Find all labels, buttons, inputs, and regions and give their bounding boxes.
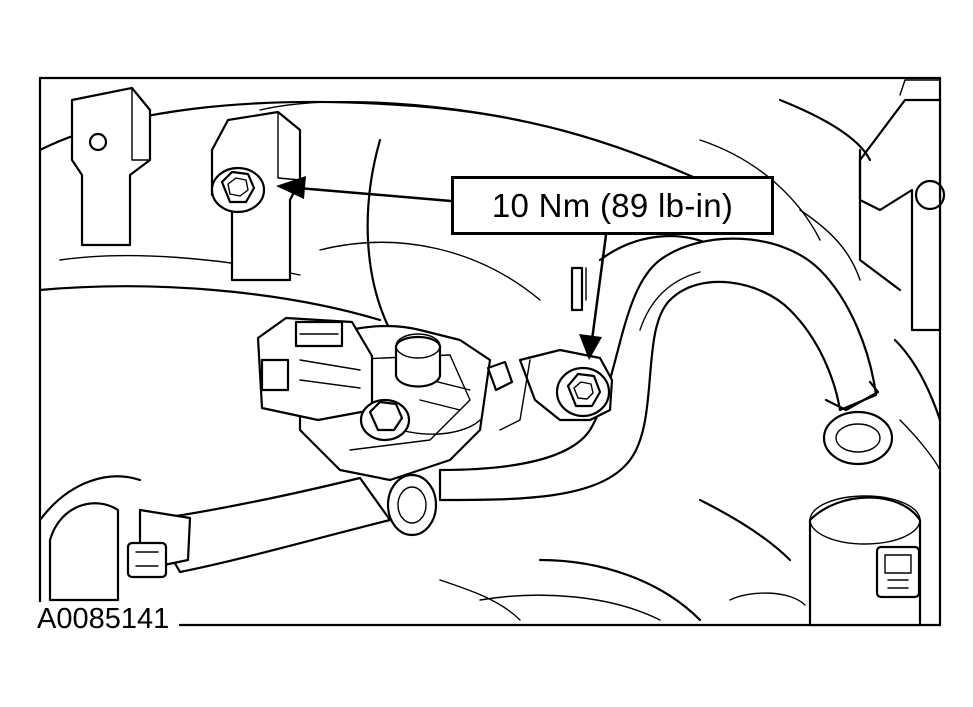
valve-outlet-fitting: [386, 473, 438, 537]
left-bracket: [70, 86, 152, 247]
lower-engine-lines: [439, 498, 792, 622]
valve-cap: [394, 333, 442, 388]
callout-leader-lower: [579, 234, 608, 360]
bracket-bolt: [555, 366, 611, 418]
torque-label: 10 Nm (89 lb-in): [491, 186, 734, 224]
left-cylinder: [38, 475, 142, 602]
electrical-connector: [256, 316, 374, 422]
lower-hose: [126, 476, 392, 579]
torque-callout: 10 Nm (89 lb-in): [451, 176, 774, 235]
callout-leader-upper: [276, 176, 452, 203]
sensor-connector: [875, 545, 921, 599]
mounting-tabs: [570, 266, 587, 312]
center-bolt: [359, 398, 411, 442]
hose-clamp-right: [822, 380, 894, 466]
upper-bolt: [210, 166, 266, 214]
figure-id: A0085141: [37, 602, 172, 636]
right-engine-block: [778, 79, 946, 471]
